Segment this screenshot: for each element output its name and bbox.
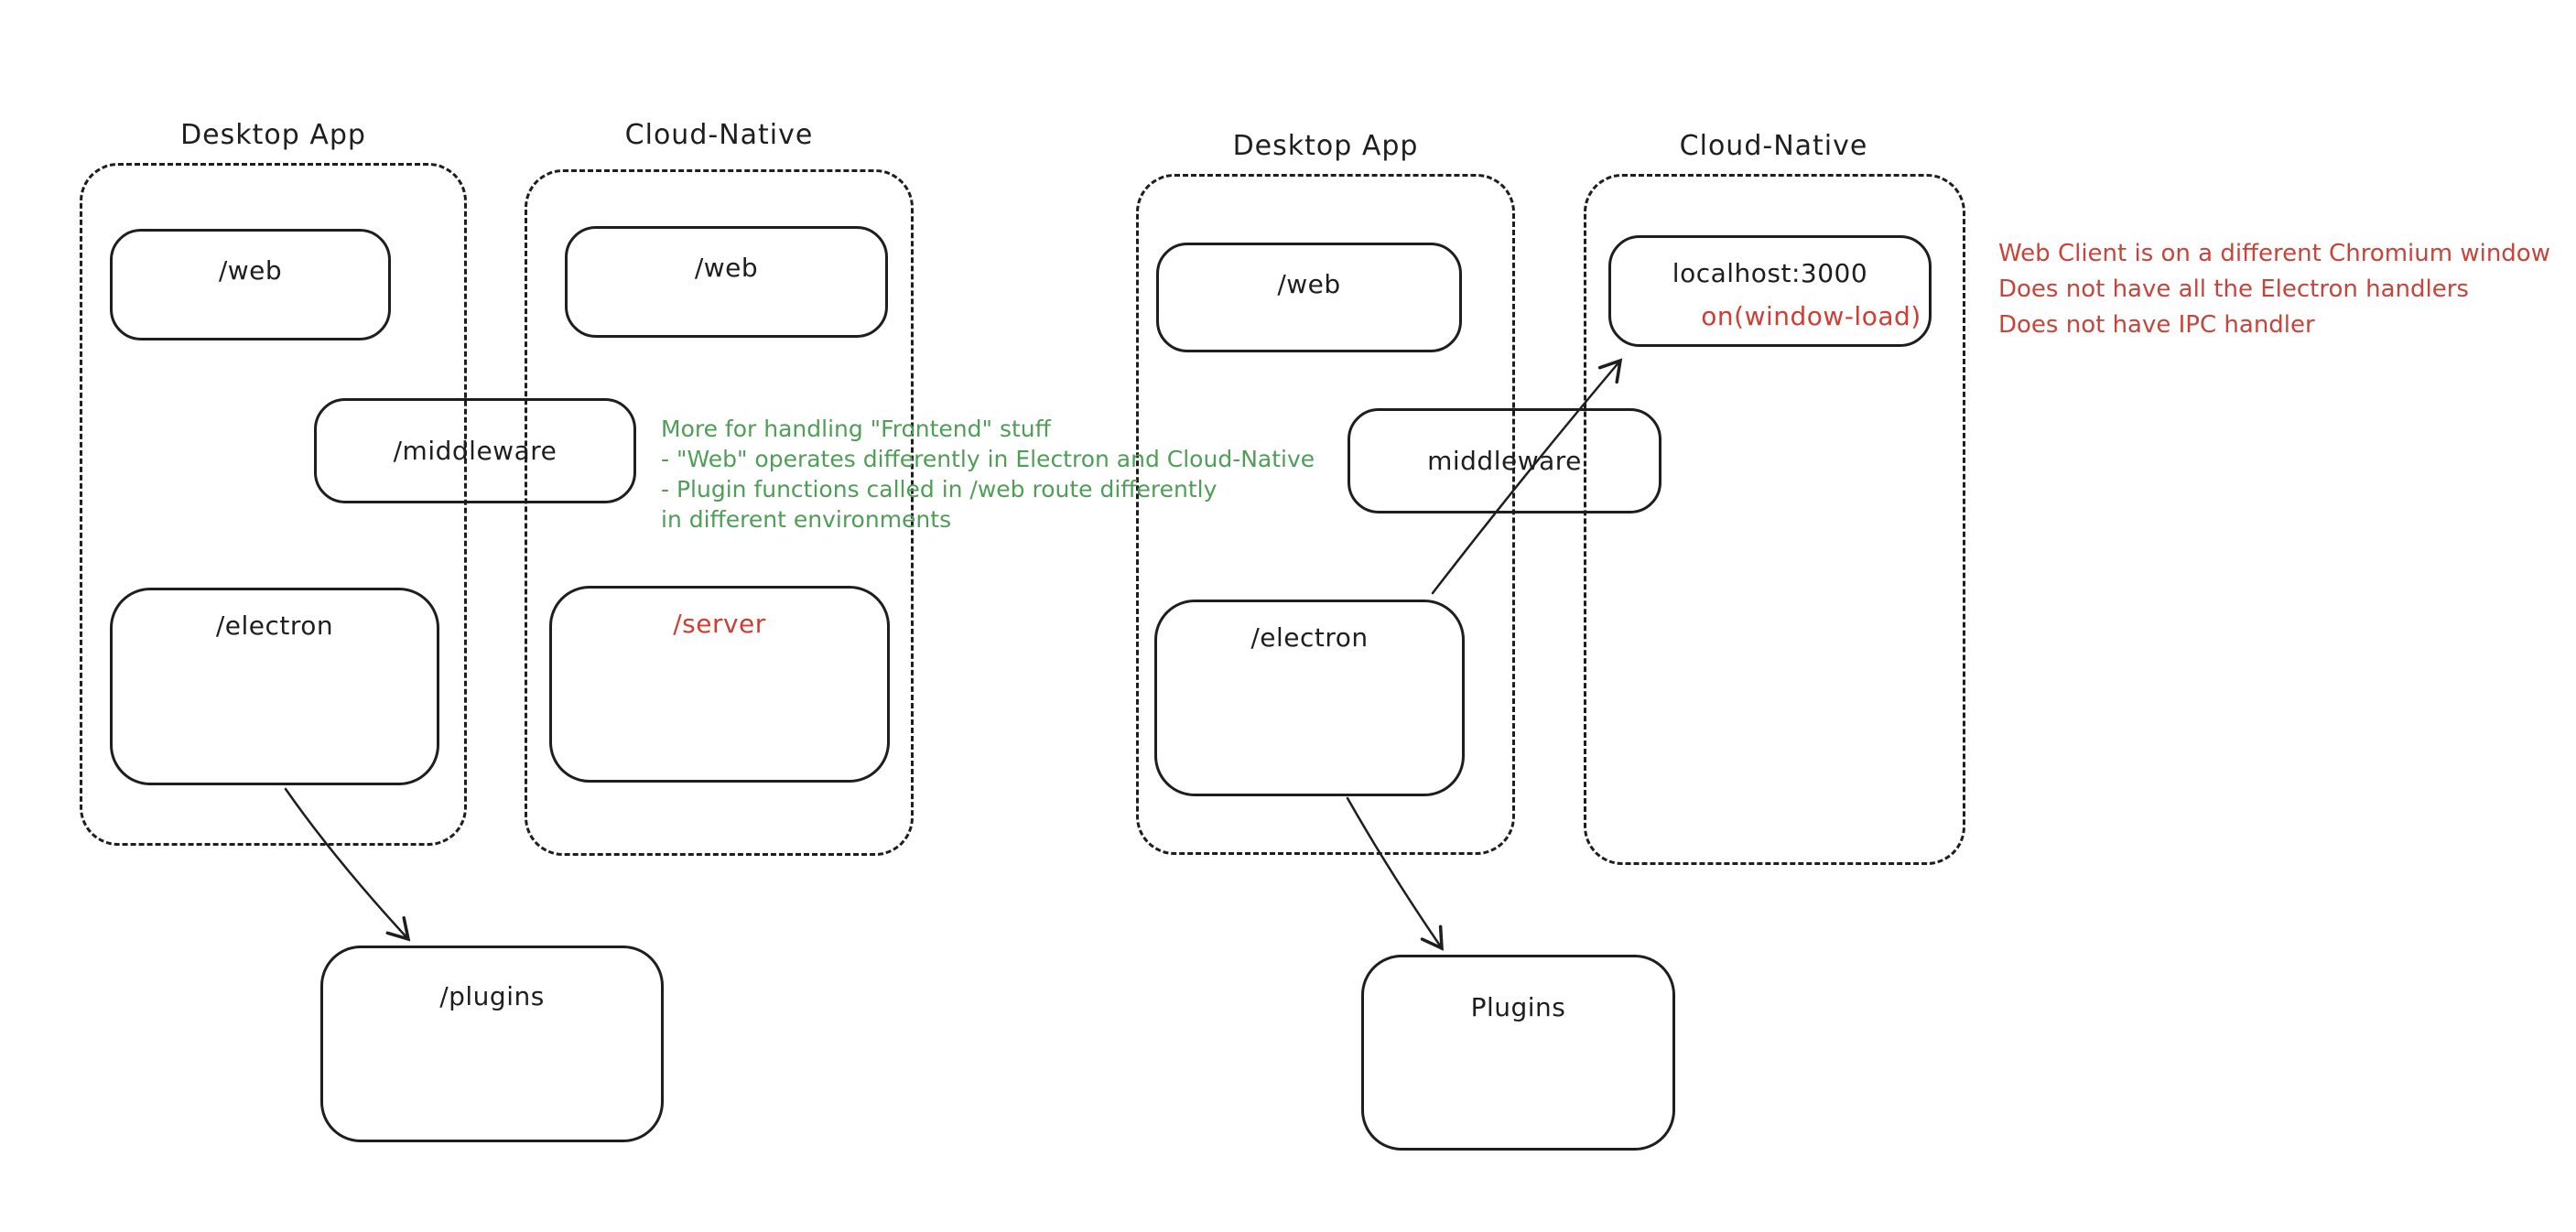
node-right-middleware[interactable]: middleware <box>1348 408 1661 513</box>
group-title-right-cloud-native: Cloud-Native <box>1679 130 1868 162</box>
node-left-middleware[interactable]: /middleware <box>314 398 636 503</box>
node-sublabel: on(window-load) <box>1701 301 1921 331</box>
note-line: - Plugin functions called in /web route … <box>661 476 1218 503</box>
node-label: /electron <box>1250 622 1369 653</box>
note-line: More for handling "Frontend" stuff <box>661 416 1051 442</box>
note-line: - "Web" operates differently in Electron… <box>661 446 1315 472</box>
node-label: /plugins <box>439 981 545 1011</box>
node-right-plugins[interactable]: Plugins <box>1361 955 1675 1151</box>
note-line: Does not have all the Electron handlers <box>1998 276 2469 303</box>
node-label: /web <box>694 253 759 283</box>
note-red-web-client[interactable]: Web Client is on a different Chromium wi… <box>1998 236 2550 343</box>
node-label: localhost:3000 <box>1672 258 1868 288</box>
node-right-electron[interactable]: /electron <box>1154 600 1465 796</box>
node-right-localhost[interactable]: localhost:3000 on(window-load) <box>1608 235 1932 347</box>
node-label: /server <box>673 609 766 639</box>
node-right-web[interactable]: /web <box>1156 243 1462 352</box>
node-left-web[interactable]: /web <box>110 229 391 340</box>
node-left-cloud-web[interactable]: /web <box>565 226 888 338</box>
note-green-frontend[interactable]: More for handling "Frontend" stuff - "We… <box>661 414 1315 535</box>
node-label: middleware <box>1427 446 1582 476</box>
group-title-left-desktop-app: Desktop App <box>180 119 366 151</box>
node-left-plugins[interactable]: /plugins <box>320 946 664 1142</box>
group-container-left-desktop-app[interactable] <box>80 163 467 846</box>
node-label: /electron <box>215 611 334 641</box>
node-left-server[interactable]: /server <box>549 586 890 783</box>
note-line: Web Client is on a different Chromium wi… <box>1998 240 2550 267</box>
note-line: Does not have IPC handler <box>1998 311 2315 339</box>
note-line: in different environments <box>661 506 952 533</box>
node-label: /web <box>1277 269 1341 299</box>
group-title-right-desktop-app: Desktop App <box>1232 130 1419 162</box>
group-container-left-cloud-native[interactable] <box>525 169 914 856</box>
node-label: /middleware <box>393 436 557 466</box>
node-label: Plugins <box>1470 992 1566 1022</box>
node-left-electron[interactable]: /electron <box>110 588 439 785</box>
node-label: /web <box>218 255 283 286</box>
group-title-left-cloud-native: Cloud-Native <box>624 119 814 151</box>
